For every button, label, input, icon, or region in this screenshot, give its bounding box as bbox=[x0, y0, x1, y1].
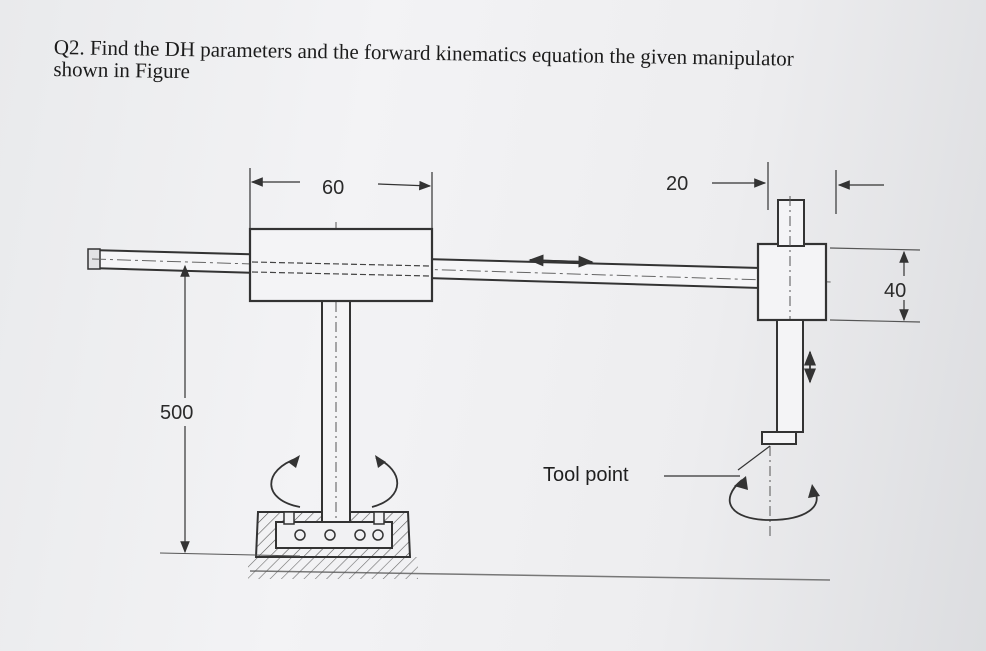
base-block bbox=[254, 511, 412, 558]
horizontal-arm bbox=[87, 248, 833, 290]
wrist-block bbox=[756, 196, 828, 440]
dimension-40: 40 bbox=[829, 247, 921, 323]
base-rotation-arrow bbox=[270, 455, 399, 508]
tool-rotation-arrow bbox=[729, 445, 820, 540]
tool-rod bbox=[761, 319, 816, 445]
tool-point-callout: Tool point bbox=[543, 464, 740, 486]
dimension-20: 20 bbox=[666, 162, 884, 214]
dimension-60-label: 60 bbox=[322, 177, 344, 199]
vertical-column bbox=[321, 222, 351, 523]
ground bbox=[248, 557, 831, 581]
carriage-block bbox=[248, 227, 434, 303]
tool-point-label: Tool point bbox=[543, 464, 629, 486]
dimension-500-label: 500 bbox=[160, 402, 193, 424]
dimension-60: 60 bbox=[249, 168, 433, 230]
dimension-40-label: 40 bbox=[884, 280, 906, 302]
dimension-500: 500 bbox=[159, 264, 301, 557]
dimension-20-label: 20 bbox=[666, 173, 688, 195]
